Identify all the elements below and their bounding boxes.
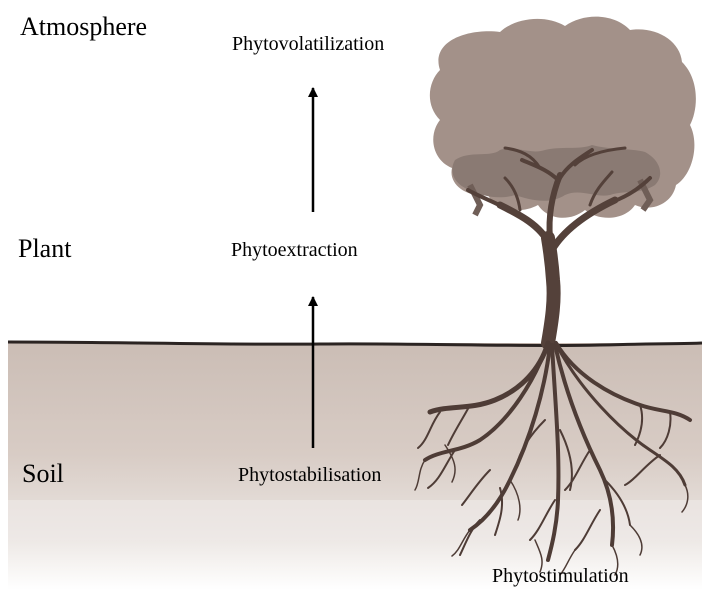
phytoextraction-label: Phytoextraction (231, 240, 358, 260)
tree-canopy (430, 17, 696, 218)
phytostimulation-label: Phytostimulation (492, 566, 629, 586)
phytostabilisation-label: Phytostabilisation (238, 465, 381, 485)
soil-label: Soil (22, 461, 64, 487)
plant-label: Plant (18, 236, 71, 262)
phytovolatilization-label: Phytovolatilization (232, 34, 384, 54)
atmosphere-label: Atmosphere (20, 14, 147, 40)
